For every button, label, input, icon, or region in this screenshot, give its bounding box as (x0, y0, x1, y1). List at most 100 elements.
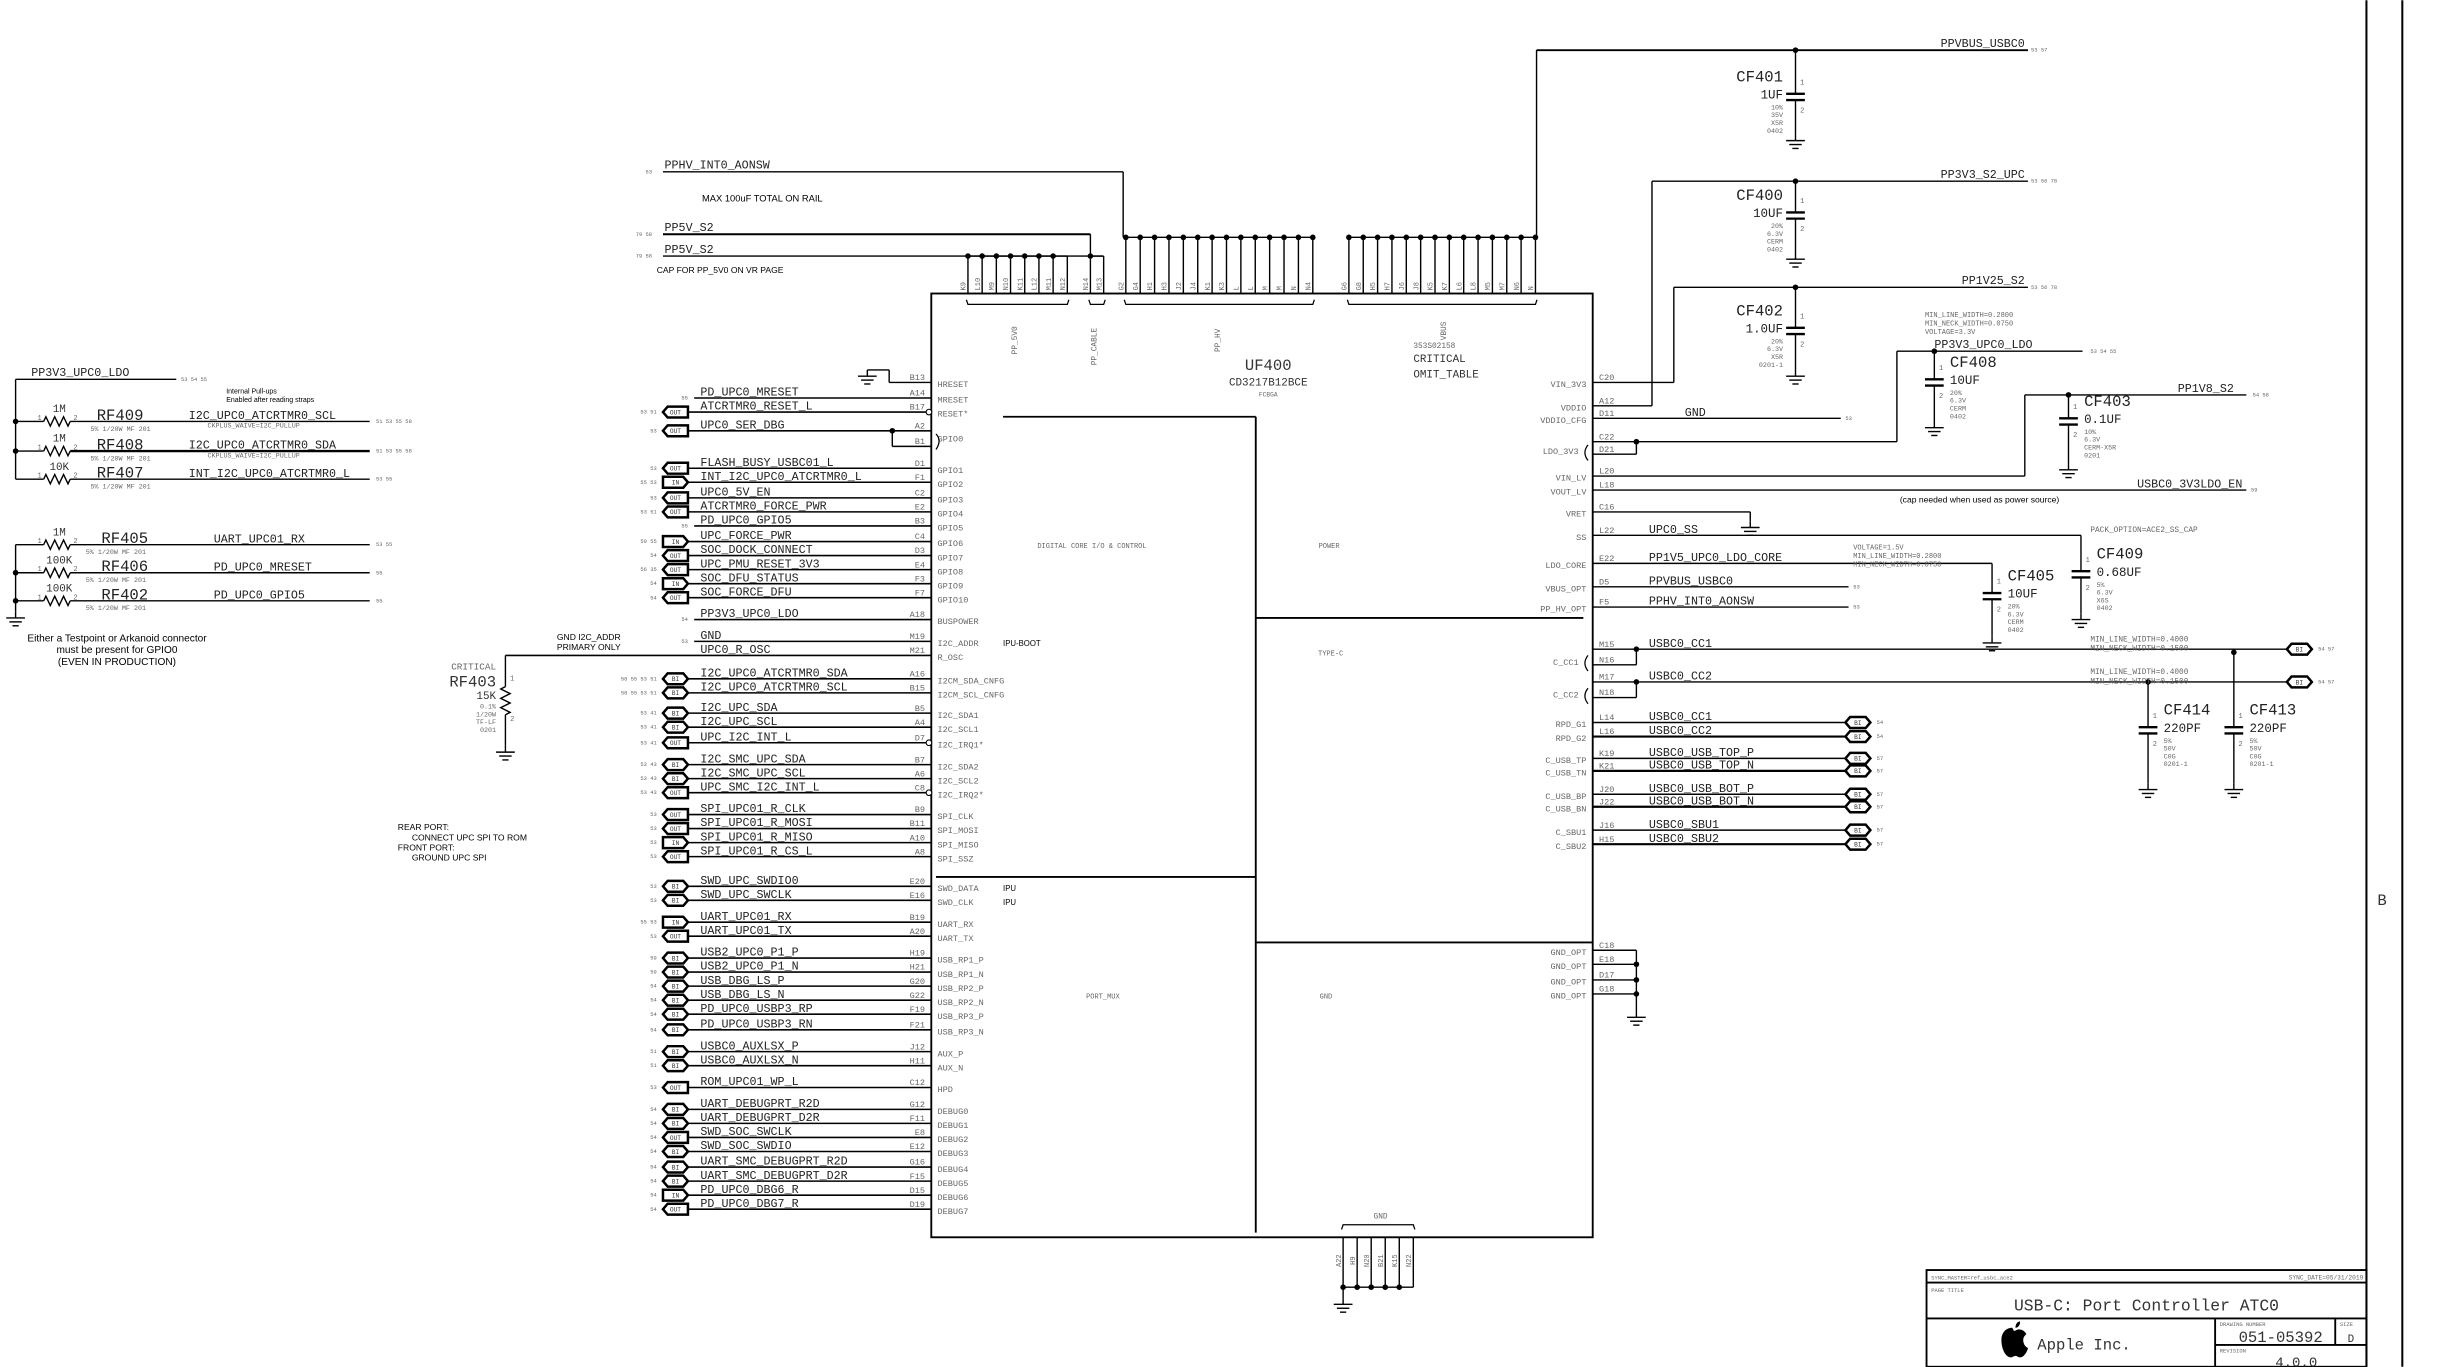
page-refs: 54 57 (2318, 679, 2334, 686)
pin-number: K9 (961, 282, 969, 290)
connector-type-label: OUT (670, 509, 681, 516)
net-label: USBC0_AUXLSX_P (700, 1039, 798, 1053)
page-refs: 54 (1877, 719, 1884, 726)
page-refs: 53 56 78 (2031, 178, 2057, 185)
page-refs: 53 (650, 427, 657, 434)
connector-type-label: BI (672, 1107, 680, 1114)
net-label: SPI_UPC01_R_MISO (700, 830, 812, 844)
right-pin-row: C22 (1592, 432, 1897, 443)
resistor-ref: RF402 (101, 586, 148, 604)
junction-dot (12, 598, 19, 604)
capacitor-pkg: 0402 (2008, 627, 2024, 635)
pin-group-brace (1123, 299, 1315, 306)
capacitor-value: 0.1UF (2084, 413, 2121, 427)
net-label: USB2_UPC0_P1_P (700, 946, 798, 960)
note-spi-port: CONNECT UPC SPI TO ROM (412, 832, 527, 842)
ground-icon (2138, 783, 2158, 799)
net-label: SWD_SOC_SWCLK (700, 1125, 791, 1139)
net-label: I2C_UPC0_ATCRTMR0_SCL (189, 409, 336, 423)
connector-shape (661, 993, 690, 1007)
pin-number: L22 (1599, 526, 1614, 536)
pin-name: DEBUG4 (938, 1165, 969, 1175)
connector-shape (1843, 715, 1873, 730)
offpage-connector-bi: BI (661, 771, 690, 786)
connector-shape (661, 505, 690, 519)
constraint-note: MIN_NECK_WIDTH=0.0750 (1925, 320, 2013, 328)
offpage-connector-in: IN (661, 915, 690, 929)
offpage-connector-out: OUT (661, 590, 690, 605)
pin-name: I2CM_SCL_CNFG (938, 691, 1005, 701)
page-refs: 59 (2251, 487, 2258, 494)
page-refs: 53 51 (640, 409, 656, 416)
capacitor-diel: X5R (1771, 354, 1783, 362)
pin-number: H11 (910, 1056, 925, 1066)
pin-name: VRET (1566, 510, 1587, 520)
pin-number: 1 (37, 473, 41, 481)
ground-icon (1627, 1011, 1646, 1026)
pin-note: IPU (1003, 884, 1016, 893)
pin-name: GPIO6 (938, 539, 964, 549)
constraint-note: VOLTAGE=3.3V (1925, 329, 1976, 337)
connector-type-label: BI (1854, 827, 1862, 834)
page-refs: 53 57 (2031, 47, 2047, 54)
zone-letter: B (2377, 892, 2386, 910)
pin-name: C_SBU2 (1556, 842, 1587, 852)
chip-refdes: UF400 (1245, 357, 1292, 375)
capacitor-volt: 35V (1771, 112, 1783, 120)
pin-name: C_SBU1 (1556, 828, 1587, 838)
pin-name: USB_RP1_P (938, 956, 984, 966)
capacitor-value: 220PF (2249, 722, 2286, 736)
pin-number: B13 (910, 373, 925, 383)
connector-shape (2285, 675, 2314, 689)
pin-number: 1 (37, 566, 41, 574)
pin-name: DEBUG5 (938, 1179, 969, 1189)
offpage-connector-bi: BI (661, 951, 690, 965)
pin-name: DEBUG2 (938, 1135, 969, 1145)
capacitor-diel: C0G (2164, 753, 2176, 761)
connector-type-label: OUT (670, 812, 681, 819)
pin-number: L (1234, 286, 1242, 290)
connector-shape (661, 1130, 690, 1145)
pin-name: I2C_SCL1 (938, 725, 979, 735)
rf403-value: 15K (476, 691, 496, 703)
pin-name: AUX_N (938, 1063, 964, 1073)
pin-number: F21 (910, 1020, 925, 1030)
pin-number: A4 (915, 718, 925, 728)
connector-shape (661, 405, 690, 419)
connector-type-label: BI (1854, 720, 1862, 727)
pin-name: SPI_MISO (938, 840, 979, 850)
net-label: USBC0_CC2 (1649, 670, 1712, 684)
page-refs: 53 55 (376, 476, 392, 483)
pin-group-label: PP_HV (1215, 328, 1223, 352)
inversion-bubble (925, 408, 933, 416)
pin-number: C2 (915, 489, 925, 499)
resistor-symbol (43, 444, 71, 458)
connector-type-label: BI (672, 1027, 680, 1034)
resistor-ref: RF407 (97, 465, 144, 483)
connector-type-label: OUT (670, 1085, 681, 1092)
net-label: PP3V3_UPC0_LDO (31, 366, 129, 380)
pin-group-label: PP_5V0 (1012, 326, 1020, 354)
net-label: USBC0_CC1 (1649, 710, 1712, 724)
connector-type-label: OUT (670, 567, 681, 574)
pin-number: A14 (910, 389, 925, 399)
net-label: SPI_UPC01_R_CLK (700, 802, 805, 816)
pin-number: 1 (37, 594, 41, 602)
pin-number: 2 (73, 538, 77, 546)
resistor-value: 100K (46, 583, 73, 595)
resistor-value: 10K (49, 462, 69, 474)
constraint-note: MIN_LINE_WIDTH=0.2800 (1853, 553, 1941, 561)
connector-shape (661, 736, 690, 750)
connector-type-label: IN (672, 581, 680, 588)
offpage-connector-bi: BI (661, 879, 690, 894)
pin-number: A2 (915, 421, 925, 431)
